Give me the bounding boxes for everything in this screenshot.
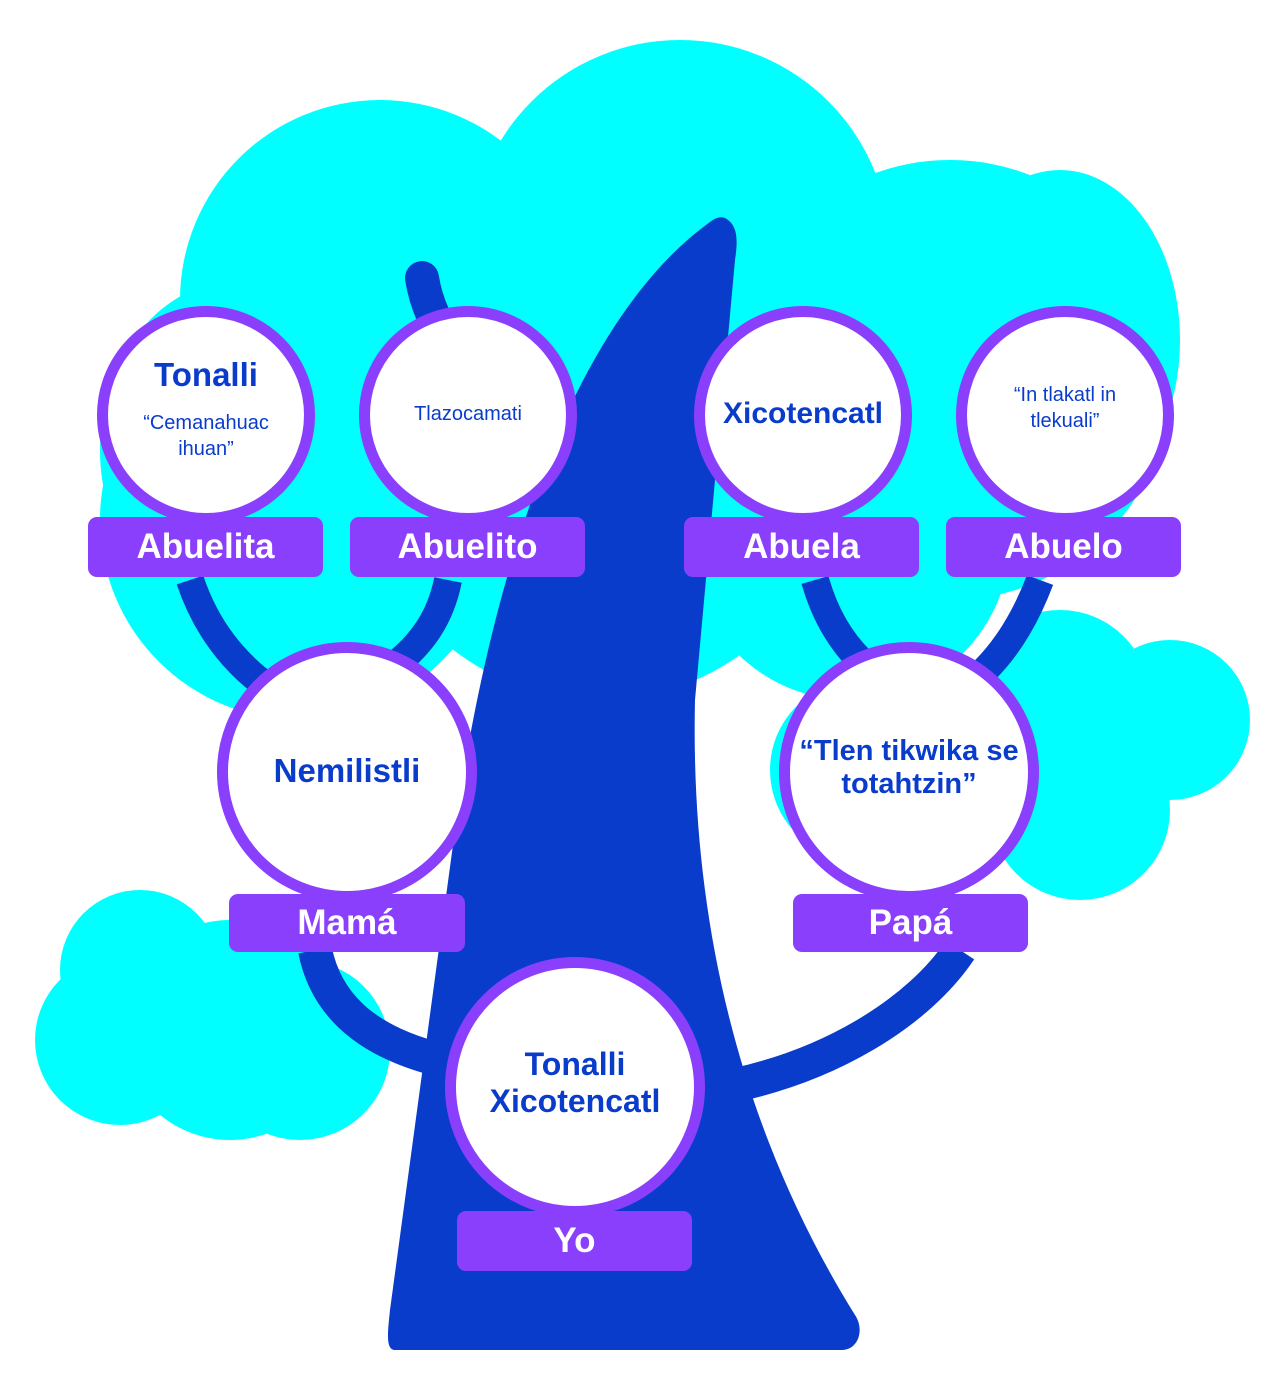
node-abuelita: Tonalli “Cemanahuac ihuan” xyxy=(97,306,315,524)
abuelita-quote: “Cemanahuac ihuan” xyxy=(143,411,269,460)
abuelito-quote: Tlazocamati xyxy=(414,403,522,425)
abuela-name: Xicotencatl xyxy=(722,396,884,430)
tag-yo: Yo xyxy=(457,1211,692,1271)
node-abuelo: “In tlakatl in tlekuali” xyxy=(956,306,1174,524)
node-mama: Nemilistli xyxy=(217,642,477,902)
branch-mama-yo xyxy=(298,946,445,1077)
tag-abuelo: Abuelo xyxy=(946,517,1181,577)
mama-name: Nemilistli xyxy=(273,752,421,790)
tag-abuelita: Abuelita xyxy=(88,517,323,577)
branch-upper-right-stub xyxy=(566,395,625,440)
node-abuela: Xicotencatl xyxy=(694,306,912,524)
tag-mama: Mamá xyxy=(229,894,465,952)
node-yo: Tonalli Xicotencatl xyxy=(445,957,705,1217)
yo-name: Tonalli Xicotencatl xyxy=(489,1046,661,1119)
branch-abuelo-papa xyxy=(974,574,1054,680)
node-papa: “Tlen tikwika se totahtzin” xyxy=(779,642,1039,902)
abuelo-quote: “In tlakatl in tlekuali” xyxy=(1013,384,1117,432)
branch-papa-yo xyxy=(707,940,975,1107)
node-abuelito: Tlazocamati xyxy=(359,306,577,524)
papa-name: “Tlen tikwika se totahtzin” xyxy=(799,734,1019,800)
tag-abuela: Abuela xyxy=(684,517,919,577)
tag-abuelito: Abuelito xyxy=(350,517,585,577)
tag-papa: Papá xyxy=(793,894,1028,952)
foliage-cloud-left xyxy=(35,890,390,1140)
abuelita-name: Tonalli xyxy=(154,356,258,394)
